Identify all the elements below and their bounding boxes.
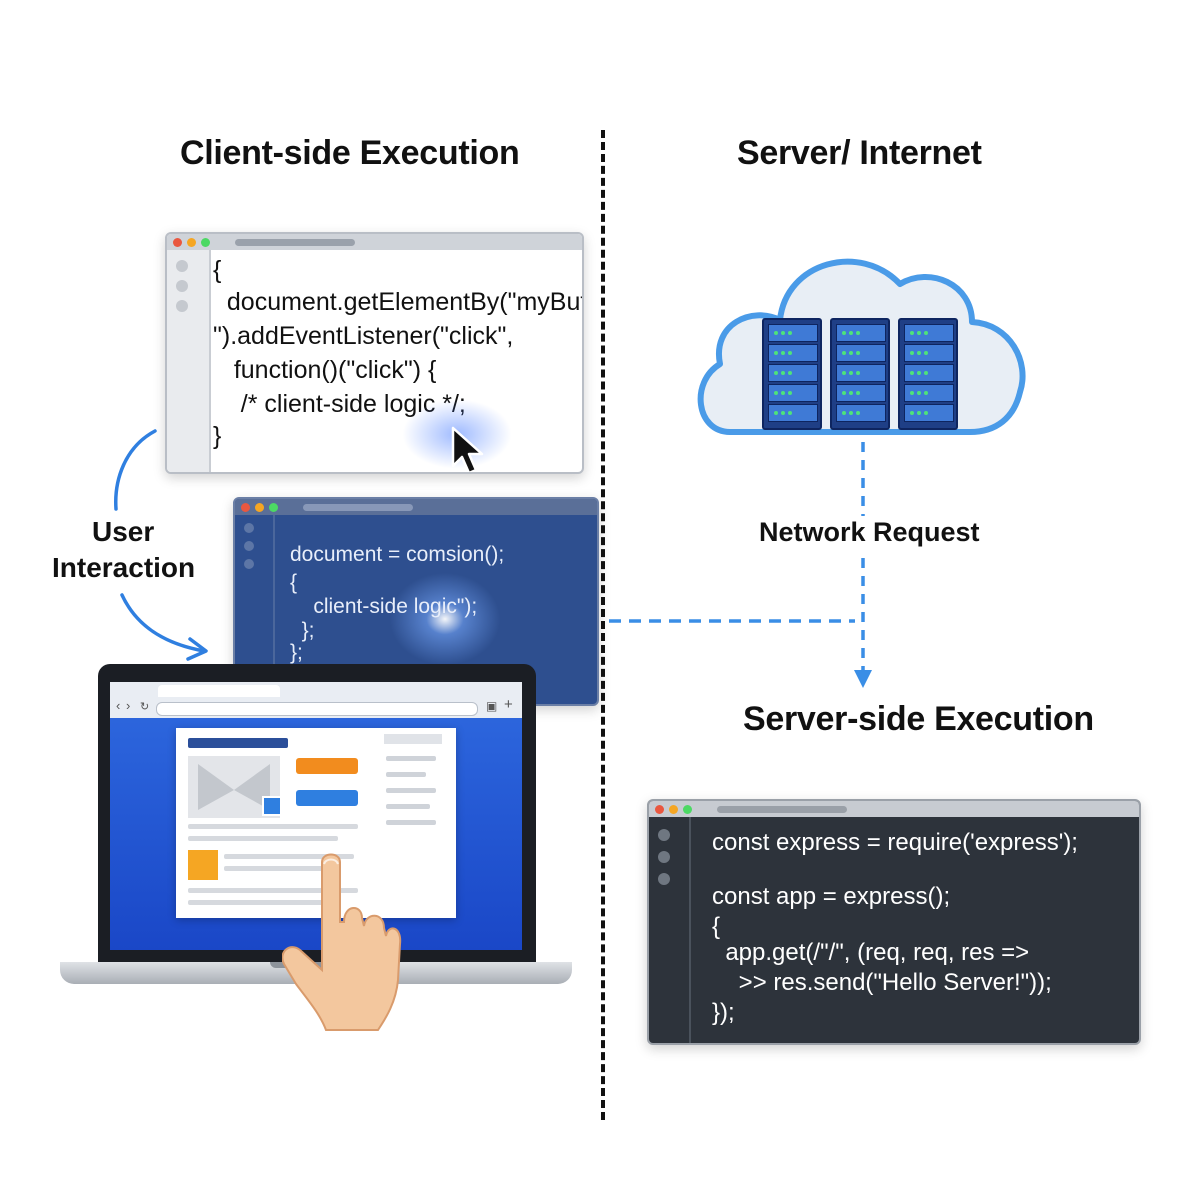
code-line: document = comsion(); xyxy=(290,543,505,566)
client-code-window: { document.getElementBy("myButt ").addEv… xyxy=(165,232,584,474)
code-line: }; xyxy=(290,641,303,664)
code-line: { xyxy=(290,571,298,594)
laptop-screen: ‹ › ↻ ▣ + xyxy=(110,682,522,950)
user-interaction-label: User xyxy=(92,516,155,547)
code-line: }; xyxy=(290,619,315,642)
gutter-dot-icon xyxy=(176,260,188,272)
blue-button[interactable] xyxy=(296,790,358,806)
close-dot-icon xyxy=(655,804,664,814)
cursor-arrow-icon xyxy=(451,426,484,472)
sidebar-line xyxy=(386,820,436,825)
close-dot-icon xyxy=(173,237,182,247)
forward-icon[interactable]: › xyxy=(126,698,131,713)
section-divider xyxy=(601,130,605,1120)
server-side-heading: Server-side Execution xyxy=(743,700,1094,738)
code-line: ").addEventListener("click", xyxy=(213,322,514,350)
window-titlebar xyxy=(235,499,597,515)
sidebar-header-bar xyxy=(384,734,442,744)
titlebar-placeholder xyxy=(717,805,847,813)
gutter-dot-icon xyxy=(658,873,670,885)
sidebar-line xyxy=(386,772,426,777)
titlebar-placeholder xyxy=(303,503,413,511)
reload-icon[interactable]: ↻ xyxy=(140,701,150,713)
minimize-dot-icon xyxy=(255,502,264,512)
gutter-dot-icon xyxy=(244,559,254,569)
code-line: >> res.send("Hello Server!")); xyxy=(712,969,1052,996)
image-cursor-icon xyxy=(262,796,282,816)
laptop-icon: ‹ › ↻ ▣ + xyxy=(60,664,572,986)
maximize-dot-icon xyxy=(683,804,692,814)
code-line: function()("click") { xyxy=(213,356,437,384)
gutter-dot-icon xyxy=(244,541,254,551)
text-line xyxy=(224,854,354,859)
pointing-hand-icon xyxy=(282,853,402,1031)
gutter-dot-icon xyxy=(244,523,254,533)
text-line xyxy=(188,888,358,893)
code-line: } xyxy=(213,422,222,450)
maximize-dot-icon xyxy=(269,502,278,512)
code-line: const express = require('express'); xyxy=(712,829,1078,856)
server-code-window: const express = require('express'); cons… xyxy=(647,799,1141,1045)
user-interaction-arrow-icon xyxy=(114,429,208,661)
minimize-dot-icon xyxy=(187,237,196,247)
thumbnail-icon xyxy=(188,850,218,880)
server-internet-heading: Server/ Internet xyxy=(737,134,982,172)
text-line xyxy=(224,866,334,871)
titlebar-placeholder xyxy=(235,238,355,246)
code-gutter xyxy=(167,250,211,472)
code-gutter xyxy=(649,817,691,1043)
sidebar-line xyxy=(386,756,436,761)
code-line: { xyxy=(712,913,721,940)
network-request-label: Network Request xyxy=(759,517,980,547)
server-rack-icon xyxy=(762,318,822,430)
back-icon[interactable]: ‹ xyxy=(116,698,121,713)
user-interaction-label: Interaction xyxy=(52,552,196,583)
code-line: /* client-side logic */; xyxy=(213,390,466,418)
orange-button[interactable] xyxy=(296,758,358,774)
execution-glow xyxy=(385,569,505,669)
close-dot-icon xyxy=(241,502,250,512)
gutter-dot-icon xyxy=(176,300,188,312)
server-rack-icon xyxy=(898,318,958,430)
gutter-dot-icon xyxy=(176,280,188,292)
code-gutter xyxy=(235,515,275,704)
code-line: client-side logic"); xyxy=(290,595,478,618)
code-line: app.get(/"/", (req, req, res => xyxy=(712,939,1030,966)
gutter-dot-icon xyxy=(658,829,670,841)
address-bar[interactable] xyxy=(156,702,478,716)
minimize-dot-icon xyxy=(669,804,678,814)
extension-icon[interactable]: ▣ xyxy=(486,699,498,713)
code-line: document.getElementBy("myButt xyxy=(213,288,584,316)
window-titlebar xyxy=(167,234,582,250)
browser-chrome: ‹ › ↻ ▣ + xyxy=(110,682,522,718)
page-header-bar xyxy=(188,738,288,748)
code-line: { xyxy=(213,256,222,284)
code-line: }); xyxy=(712,999,735,1026)
code-line: const app = express(); xyxy=(712,883,951,910)
gutter-dot-icon xyxy=(658,851,670,863)
sidebar-line xyxy=(386,804,430,809)
network-request-arrow-icon xyxy=(609,442,872,688)
server-rack-icon xyxy=(830,318,890,430)
maximize-dot-icon xyxy=(201,237,210,247)
window-titlebar xyxy=(649,801,1139,817)
new-tab-icon[interactable]: + xyxy=(504,696,513,713)
sidebar-line xyxy=(386,788,436,793)
text-line xyxy=(188,824,358,829)
text-line xyxy=(188,836,338,841)
browser-tab[interactable] xyxy=(158,685,280,697)
client-side-heading: Client-side Execution xyxy=(180,134,520,172)
text-line xyxy=(188,900,328,905)
cloud-icon xyxy=(690,232,1030,442)
